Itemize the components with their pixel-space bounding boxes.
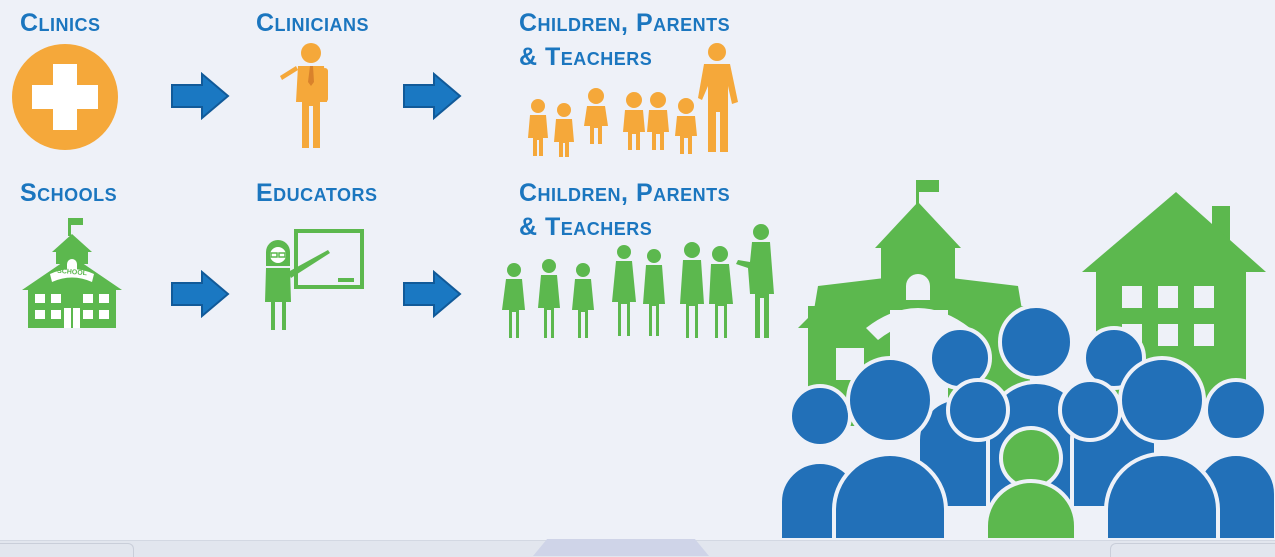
children-parents-teachers-label-top: Children, Parents & Teachers	[519, 6, 730, 74]
arrow-right-icon	[171, 270, 230, 318]
target-label-line2: & Teachers	[519, 213, 653, 241]
arrow-right-icon	[403, 72, 462, 120]
schools-label: Schools	[20, 179, 118, 207]
arrow-right-icon	[403, 270, 462, 318]
target-label-line1: Children, Parents	[519, 9, 731, 37]
target-label-line1: Children, Parents	[519, 179, 731, 207]
highlighted-person	[984, 426, 1078, 540]
target-label-line2: & Teachers	[519, 43, 653, 71]
school-building-icon: SCHOOL	[20, 216, 124, 330]
children-parents-teachers-orange-icon	[528, 43, 738, 157]
children-parents-teachers-green-icon	[502, 224, 774, 338]
clinicians-label: Clinicians	[256, 9, 370, 37]
arrow-right-icon	[171, 72, 230, 120]
community-schools-illustration	[778, 180, 1275, 540]
bottom-tab-left	[0, 543, 134, 557]
clinics-label: Clinics	[20, 9, 101, 37]
medical-cross-icon	[12, 44, 118, 150]
bottom-tab-right	[1110, 543, 1275, 557]
educators-label: Educators	[256, 179, 378, 207]
bottom-tab-center[interactable]	[533, 539, 709, 556]
children-parents-teachers-label-bottom: Children, Parents & Teachers	[519, 176, 730, 244]
clinician-icon	[280, 43, 328, 148]
educator-icon	[265, 229, 364, 330]
